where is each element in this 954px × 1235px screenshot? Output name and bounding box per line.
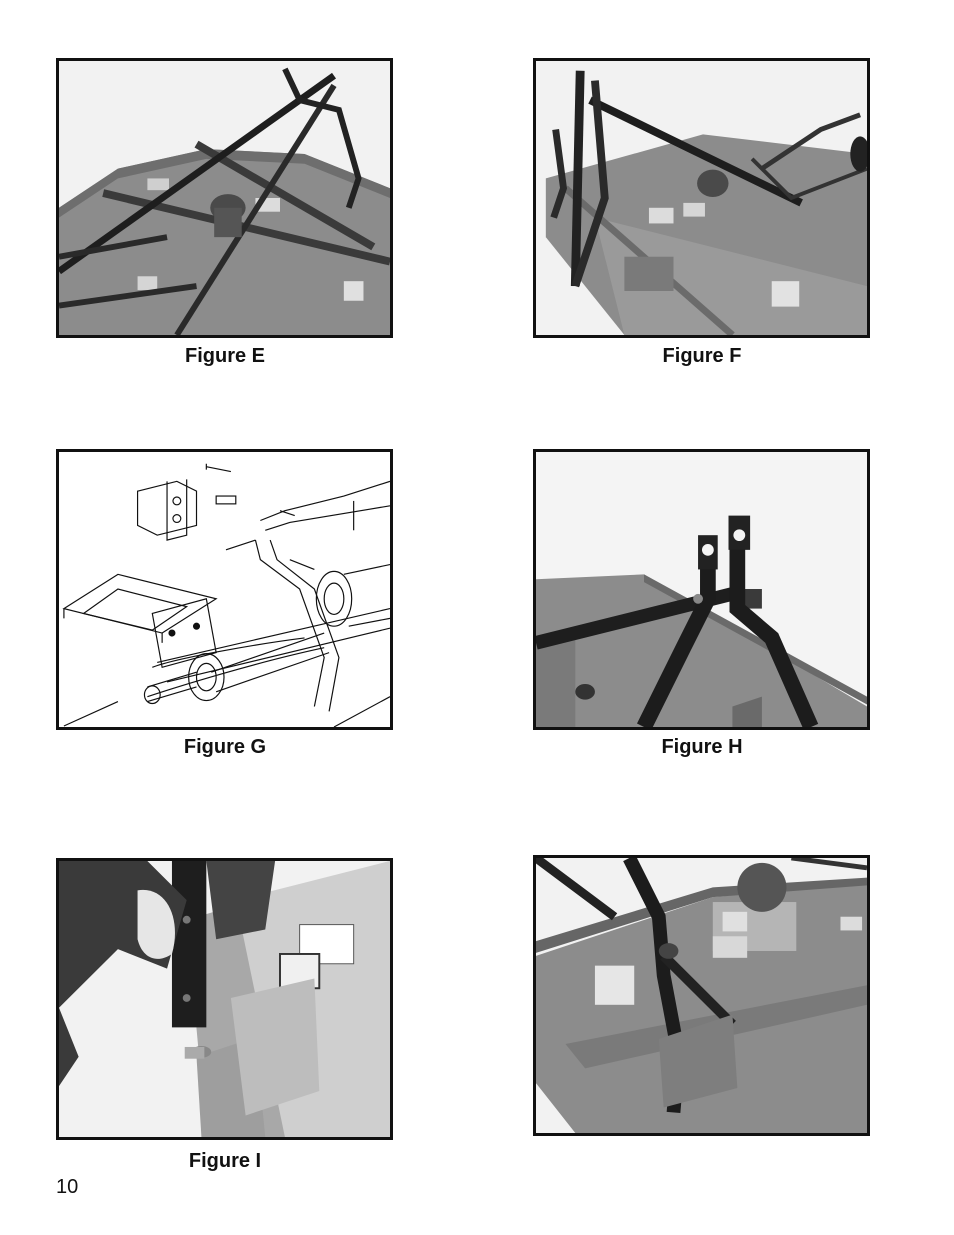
figure-f-caption: Figure F xyxy=(552,345,852,368)
figure-h-photo xyxy=(533,449,870,730)
figure-g-caption: Figure G xyxy=(75,736,375,759)
figure-e-photo xyxy=(56,58,393,338)
figure-f-photo xyxy=(533,58,870,338)
figure-g-diagram xyxy=(56,449,393,730)
figure-uncaptioned-photo xyxy=(533,855,870,1136)
page-number: 10 xyxy=(56,1176,78,1199)
figure-i-caption: Figure I xyxy=(75,1150,375,1173)
figure-e-caption: Figure E xyxy=(75,345,375,368)
figure-h-caption: Figure H xyxy=(552,736,852,759)
figure-i-photo xyxy=(56,858,393,1140)
